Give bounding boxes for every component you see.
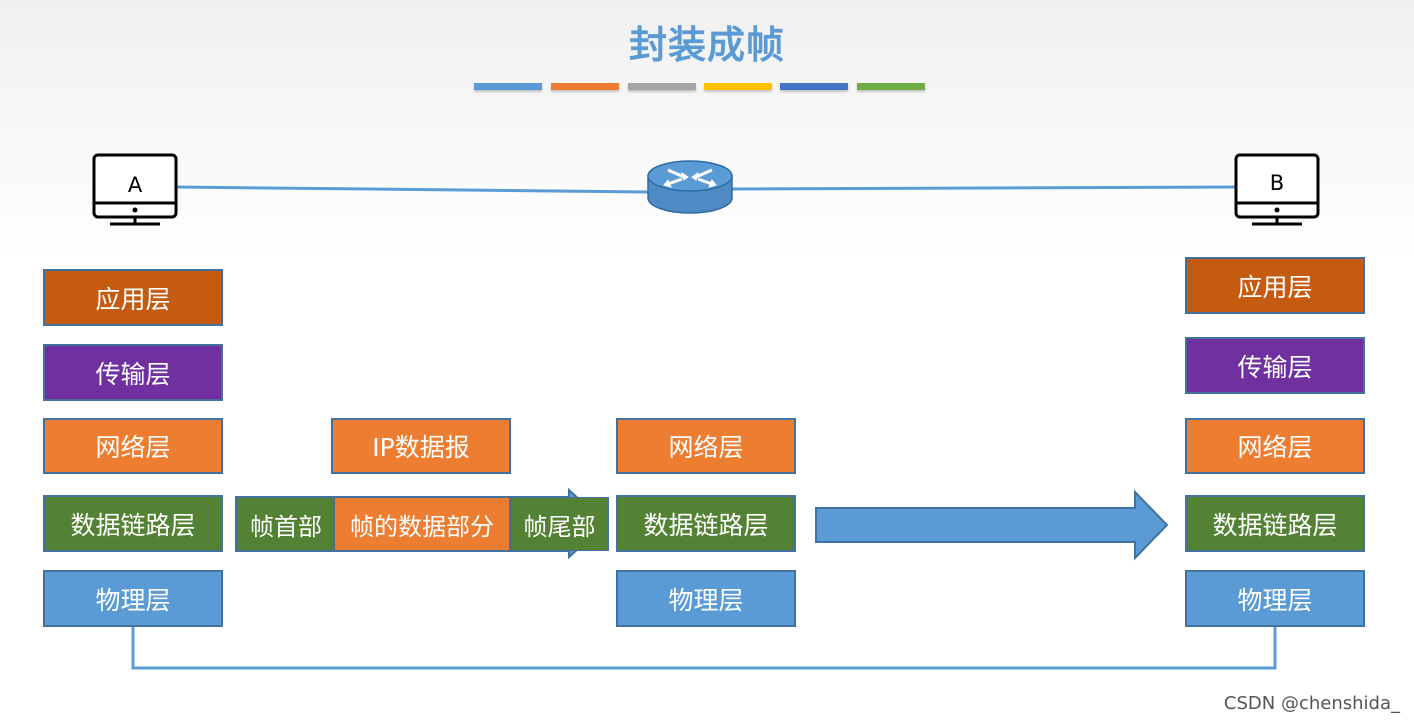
- router-network-layer: 网络层: [616, 418, 796, 474]
- host-b-datalink-layer: 数据链路层: [1185, 495, 1365, 552]
- frame-header: 帧首部: [236, 497, 336, 551]
- host-a-physical-layer: 物理层: [43, 570, 223, 627]
- host-a-datalink-layer: 数据链路层: [43, 495, 223, 552]
- host-a-application-layer: 应用层: [43, 269, 223, 326]
- router-datalink-layer: 数据链路层: [616, 495, 796, 552]
- watermark: CSDN @chenshida_: [1223, 693, 1400, 714]
- host-a-monitor-icon: A: [92, 153, 178, 227]
- host-b-application-layer: 应用层: [1185, 257, 1365, 314]
- title-stripe: [704, 83, 772, 90]
- host-b-physical-layer: 物理层: [1185, 570, 1365, 627]
- physical-link: [131, 626, 1277, 670]
- router-icon: [647, 160, 733, 214]
- link-a-router: [175, 185, 651, 194]
- host-a-network-layer: 网络层: [43, 418, 223, 474]
- title-stripe: [780, 83, 848, 90]
- host-a-transport-layer: 传输层: [43, 344, 223, 401]
- frame-data: 帧的数据部分: [334, 497, 510, 551]
- host-b-monitor-icon: B: [1234, 153, 1320, 227]
- router-physical-layer: 物理层: [616, 570, 796, 627]
- link-router-b: [729, 185, 1238, 191]
- host-b-network-layer: 网络层: [1185, 418, 1365, 474]
- title-stripe: [857, 83, 925, 90]
- title-stripe: [628, 83, 696, 90]
- frame-trailer: 帧尾部: [510, 497, 609, 551]
- title-stripe: [551, 83, 619, 90]
- host-b-transport-layer: 传输层: [1185, 337, 1365, 394]
- transmission-arrow: [815, 489, 1169, 561]
- host-b-label: B: [1269, 171, 1285, 195]
- ip-datagram: IP数据报: [331, 418, 511, 474]
- host-a-label: A: [127, 173, 143, 197]
- title-stripe: [474, 83, 542, 90]
- page-title: 封装成帧: [628, 23, 785, 67]
